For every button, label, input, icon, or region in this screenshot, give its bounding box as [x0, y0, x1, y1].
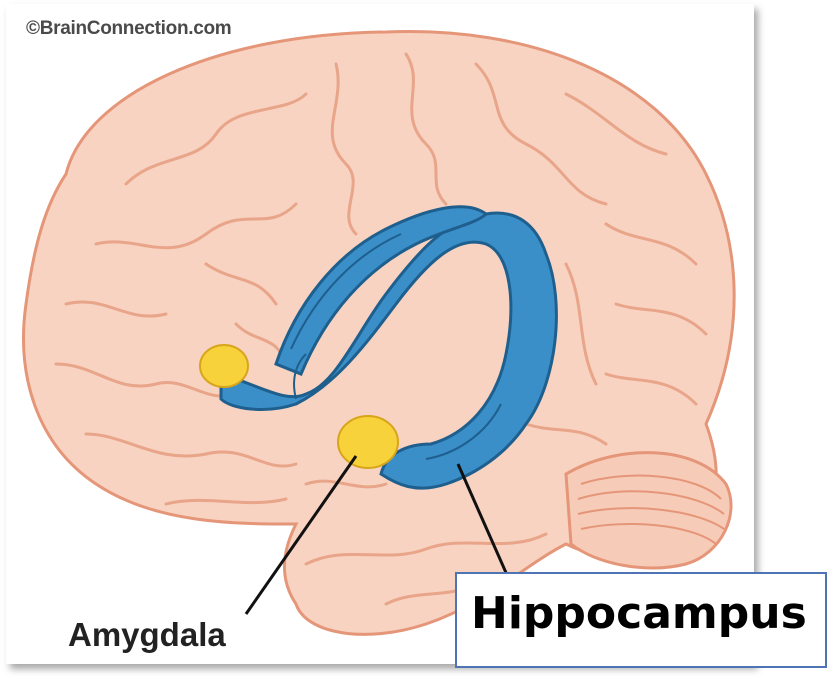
amygdala-right: [338, 416, 398, 468]
amygdala-left: [200, 345, 248, 387]
diagram-frame: ©BrainConnection.com Amygdala: [6, 4, 754, 664]
hippocampus-label-box: Hippocampus: [455, 572, 827, 668]
amygdala-label: Amygdala: [68, 616, 226, 654]
hippocampus-label: Hippocampus: [471, 588, 807, 639]
copyright-text: ©BrainConnection.com: [26, 18, 231, 40]
brain-diagram: [6, 4, 754, 664]
